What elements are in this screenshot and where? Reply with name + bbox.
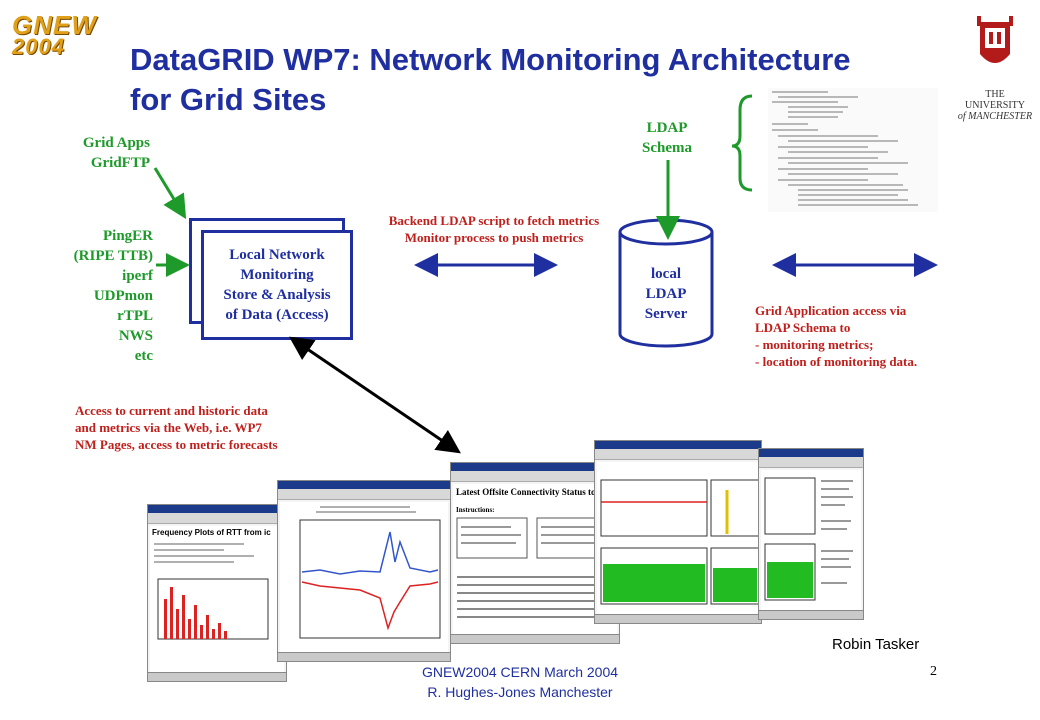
schema-brace — [731, 94, 753, 192]
title-line1: DataGRID WP7: Network Monitoring Archite… — [130, 42, 851, 77]
tool-item: (RIPE TTB) — [73, 248, 153, 264]
tool-item: rTPL — [117, 308, 153, 324]
footer-line1: GNEW2004 CERN March 2004 — [421, 664, 619, 680]
ldap-server-label: local LDAP Server — [620, 264, 712, 324]
grid-apps-arrow — [153, 167, 187, 220]
ldap-server-line: local — [651, 266, 681, 282]
web-access-line: Access to current and historic data — [75, 403, 268, 418]
tool-item: iperf — [122, 268, 153, 284]
s3-title: Latest Offsite Connectivity Status to Da — [456, 487, 609, 497]
s3-instructions: Instructions: — [456, 506, 495, 514]
screenshot-frequency-plots: Frequency Plots of RTT from ic — [147, 504, 287, 682]
footer-line2: R. Hughes-Jones Manchester — [427, 684, 613, 700]
s2-plot-graphic — [299, 506, 441, 639]
university-line2: of MANCHESTER — [957, 111, 1033, 122]
slide-footer: GNEW2004 CERN March 2004 R. Hughes-Jones… — [370, 662, 670, 702]
ldap-schema-line: LDAP — [646, 120, 688, 136]
ldap-server-line: Server — [644, 306, 688, 322]
local-box-line: Local Network — [229, 247, 325, 263]
screenshot-throughput-plot — [277, 480, 451, 662]
crest-icon — [977, 16, 1013, 63]
screenshot-quad-plots — [594, 440, 762, 624]
slide-title: DataGRID WP7: Network Monitoring Archite… — [130, 40, 950, 120]
ldap-schema-label: LDAP Schema — [622, 118, 712, 158]
logo-line1: GNEW — [12, 10, 97, 40]
gridftp-line: GridFTP — [90, 155, 150, 171]
tool-item: UDPmon — [93, 288, 153, 304]
tools-list: PingER (RIPE TTB) iperf UDPmon rTPL NWS … — [30, 226, 153, 366]
university-crest: THE UNIVERSITY of MANCHESTER — [955, 14, 1035, 122]
author-name: Robin Tasker — [832, 636, 920, 653]
grid-access-line: - monitoring metrics; — [755, 337, 874, 352]
s3-table-graphic — [456, 517, 612, 618]
s4-plots-graphic — [600, 479, 761, 605]
grid-access-line: LDAP Schema to — [755, 320, 851, 335]
page-number: 2 — [930, 664, 937, 679]
web-access-arrow — [289, 336, 461, 454]
grid-apps-line: Grid Apps — [82, 135, 150, 151]
local-box-line: Store & Analysis — [223, 287, 331, 303]
grid-access-line: Grid Application access via — [755, 303, 907, 318]
s1-title: Frequency Plots of RTT from ic — [152, 528, 271, 537]
grid-apps-label: Grid Apps GridFTP — [50, 133, 150, 173]
tool-item: NWS — [118, 328, 153, 344]
ldap-schema-code-image — [768, 88, 938, 212]
grid-access-line: - location of monitoring data. — [755, 354, 918, 369]
ldap-schema-line: Schema — [642, 140, 692, 156]
gnew2004-logo: GNEW 2004 — [12, 10, 97, 59]
backend-line: Backend LDAP script to fetch metrics — [388, 213, 600, 228]
code-lines-graphic — [772, 91, 918, 206]
tool-item: PingER — [102, 228, 153, 244]
web-access-text: Access to current and historic data and … — [75, 402, 345, 453]
local-box-line: Monitoring — [240, 267, 314, 283]
local-box-line: of Data (Access) — [225, 307, 329, 323]
backend-text: Backend LDAP script to fetch metrics Mon… — [360, 212, 628, 246]
s1-histogram-graphic — [154, 543, 269, 640]
logo-line2: 2004 — [12, 34, 65, 59]
ldap-server-line: LDAP — [645, 286, 687, 302]
grid-access-text: Grid Application access via LDAP Schema … — [755, 302, 985, 370]
university-line1: THE UNIVERSITY — [965, 89, 1025, 111]
local-monitoring-box: Local Network Monitoring Store & Analysi… — [201, 230, 353, 340]
screenshot-connectivity-status: Latest Offsite Connectivity Status to Da… — [450, 462, 620, 644]
web-access-line: NM Pages, access to metric forecasts — [75, 437, 278, 452]
tool-item: etc — [134, 348, 153, 364]
screenshot-summary-panel — [758, 448, 864, 620]
title-line2: for Grid Sites — [130, 82, 327, 117]
web-access-line: and metrics via the Web, i.e. WP7 — [75, 420, 262, 435]
s5-plots-graphic — [764, 477, 853, 601]
backend-line: Monitor process to push metrics — [404, 230, 584, 245]
